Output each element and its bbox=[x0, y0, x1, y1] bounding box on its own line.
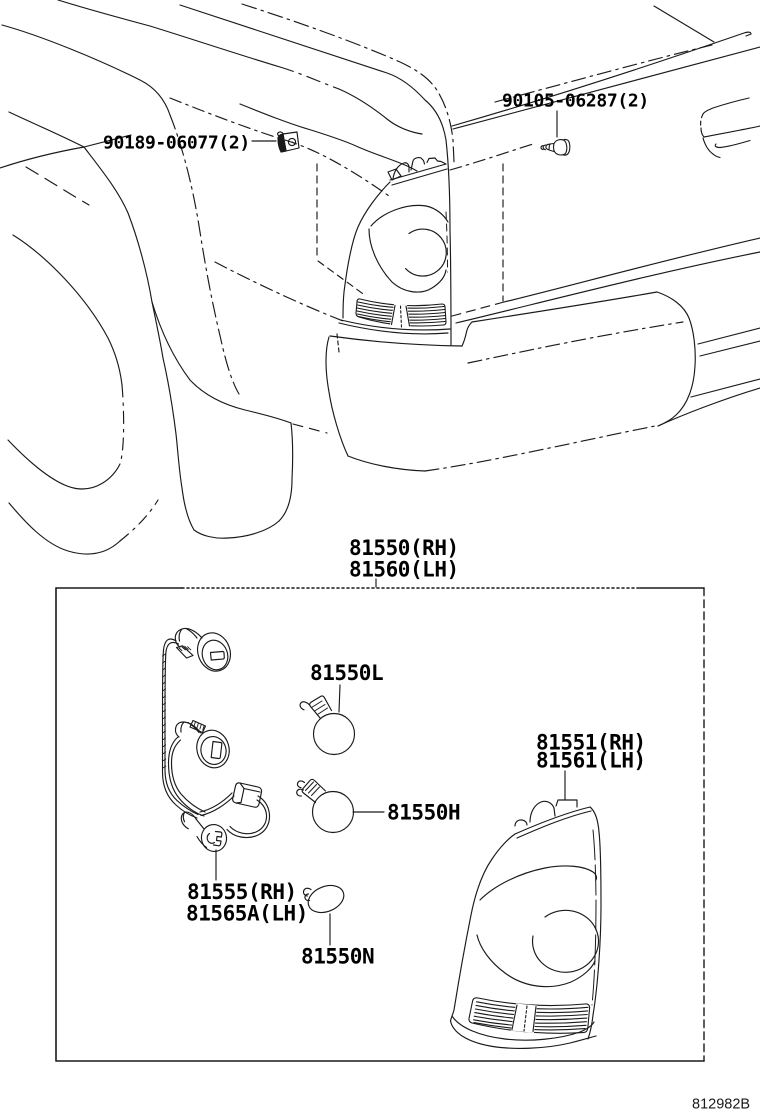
figure-code: 812982B bbox=[692, 1097, 750, 1112]
label-socket-rh: 81555(RH) bbox=[187, 880, 297, 904]
label-lens-rh: 81551(RH) bbox=[536, 731, 646, 755]
lamp-bottom-edge bbox=[340, 319, 451, 331]
bed-bottom-hidden-line bbox=[214, 261, 344, 322]
clip-flange-hidden-line bbox=[169, 97, 390, 197]
unit-lens-circle bbox=[531, 909, 600, 973]
harness-connector bbox=[232, 782, 263, 808]
bumper-bottom-hidden bbox=[424, 425, 656, 472]
unit-swoosh-lower bbox=[476, 934, 596, 988]
tailgate-top-edge bbox=[451, 31, 752, 127]
lamp-swoosh-upper bbox=[370, 204, 449, 227]
unit-swoosh-upper bbox=[479, 865, 597, 901]
bed-far-corner-line bbox=[653, 5, 715, 43]
bulb-81550N bbox=[302, 884, 345, 914]
screw-icon bbox=[540, 138, 571, 156]
flap-bumper-dash bbox=[292, 423, 328, 434]
tailgate bbox=[449, 5, 760, 324]
bed-side-upper-line bbox=[239, 103, 418, 172]
lamp-top-tabs bbox=[392, 157, 447, 180]
lamp-bottom-edge2 bbox=[338, 322, 449, 335]
bed-rail-hidden-line bbox=[241, 3, 455, 163]
lamp-lens-circle bbox=[404, 228, 447, 277]
unit-tab-dome bbox=[529, 800, 556, 823]
bulb-81550L bbox=[299, 695, 356, 756]
bumper-bar-right4 bbox=[657, 387, 760, 427]
unit-left-edge bbox=[449, 833, 516, 1022]
label-lamp-assy-rh: 81550(RH) bbox=[349, 536, 459, 560]
tailgate-bottom-dash bbox=[451, 301, 505, 317]
wheel-arch-right-dash bbox=[119, 384, 125, 465]
tail-lamp-unit bbox=[449, 799, 602, 1049]
label-clip: 90189-06077(2) bbox=[103, 133, 250, 154]
tailgate-handle bbox=[700, 97, 760, 159]
bed-rail-inner-line bbox=[57, 0, 281, 68]
cab-corner-line bbox=[83, 146, 153, 303]
bulb-socket-small bbox=[180, 811, 228, 853]
bumper-top-left bbox=[329, 335, 463, 347]
bed-rail-inner-dash bbox=[279, 66, 340, 90]
truck-tail-lamp bbox=[336, 157, 451, 353]
wire-harness bbox=[161, 638, 271, 839]
leader-bulb-l bbox=[338, 684, 341, 713]
lamp-left-edge bbox=[342, 181, 391, 319]
truck-rear-illustration bbox=[0, 0, 760, 555]
bed-rail-outer-line bbox=[179, 4, 452, 346]
unit-tab-square bbox=[555, 799, 578, 808]
cab-corner-inner-dash bbox=[25, 166, 90, 206]
wheel-arch-bottom-curve bbox=[7, 439, 121, 490]
bulb-81550H bbox=[296, 778, 355, 834]
bumper-left-edge bbox=[325, 336, 349, 457]
body-lower-dash bbox=[119, 499, 159, 542]
wheel-arch-upper-curve bbox=[12, 234, 123, 386]
bed-rail-inner-line2 bbox=[338, 88, 423, 135]
unit-inner-right-line bbox=[591, 829, 597, 1006]
tailgate-top-hidden bbox=[494, 44, 713, 103]
lamp-inner-right-dash bbox=[445, 211, 448, 273]
tailgate-bottom-line1 bbox=[503, 237, 760, 303]
unit-tab-small bbox=[514, 819, 528, 827]
label-socket-lh: 81565A(LH) bbox=[186, 902, 308, 926]
mud-flap bbox=[151, 301, 328, 539]
bumper-pad-hidden bbox=[467, 321, 684, 364]
lamp-swoosh-lower bbox=[368, 228, 447, 293]
label-bulb-n: 81550N bbox=[301, 945, 374, 969]
bumper-bar-right1 bbox=[697, 327, 760, 345]
lamp-mounting-dashed-outline bbox=[316, 163, 504, 302]
unit-top-band bbox=[514, 806, 592, 839]
lamp-reflector-panel bbox=[355, 298, 447, 328]
label-lens-lh: 81561(LH) bbox=[536, 749, 646, 773]
cab-sweep-line bbox=[1, 24, 171, 116]
bulb-socket-middle bbox=[174, 719, 230, 769]
bulb-socket-top bbox=[174, 627, 232, 672]
cab-sweep-hidden-line bbox=[169, 114, 240, 395]
lamp-top-edge bbox=[389, 163, 448, 186]
bumper-step-left bbox=[461, 321, 473, 347]
label-screw: 90105-06287(2) bbox=[502, 91, 649, 112]
bumper-pad-top bbox=[471, 291, 658, 323]
label-lamp-assy-lh: 81560(LH) bbox=[349, 558, 459, 582]
label-bulb-h: 81550H bbox=[387, 801, 460, 825]
loom-ticks bbox=[162, 653, 167, 769]
lamp-top-corner-tab bbox=[387, 168, 402, 181]
tailgate-bottom-line2 bbox=[455, 251, 760, 324]
unit-bottom-outer bbox=[449, 1020, 597, 1049]
label-bulb-l: 81550L bbox=[310, 661, 383, 685]
tailgate-face-hidden bbox=[449, 142, 537, 171]
rear-bumper bbox=[325, 291, 760, 472]
bumper-bottom-left bbox=[347, 455, 426, 472]
parts-box-left-bottom bbox=[55, 587, 705, 1062]
body-lower-curve bbox=[8, 502, 121, 555]
bed-top-cross-line bbox=[0, 134, 132, 169]
unit-bottom-inner bbox=[451, 1015, 595, 1041]
unit-right-edge bbox=[587, 806, 602, 1040]
bumper-bar-right3 bbox=[690, 378, 760, 398]
unit-reflector-panel bbox=[468, 997, 591, 1034]
bed-rail-left-line bbox=[8, 111, 85, 148]
clip-icon bbox=[277, 131, 300, 153]
bumper-bar-right2 bbox=[699, 340, 760, 357]
bumper-step-right bbox=[656, 291, 696, 427]
parts-box bbox=[55, 587, 705, 1062]
tailgate-top-edge2 bbox=[452, 46, 760, 130]
